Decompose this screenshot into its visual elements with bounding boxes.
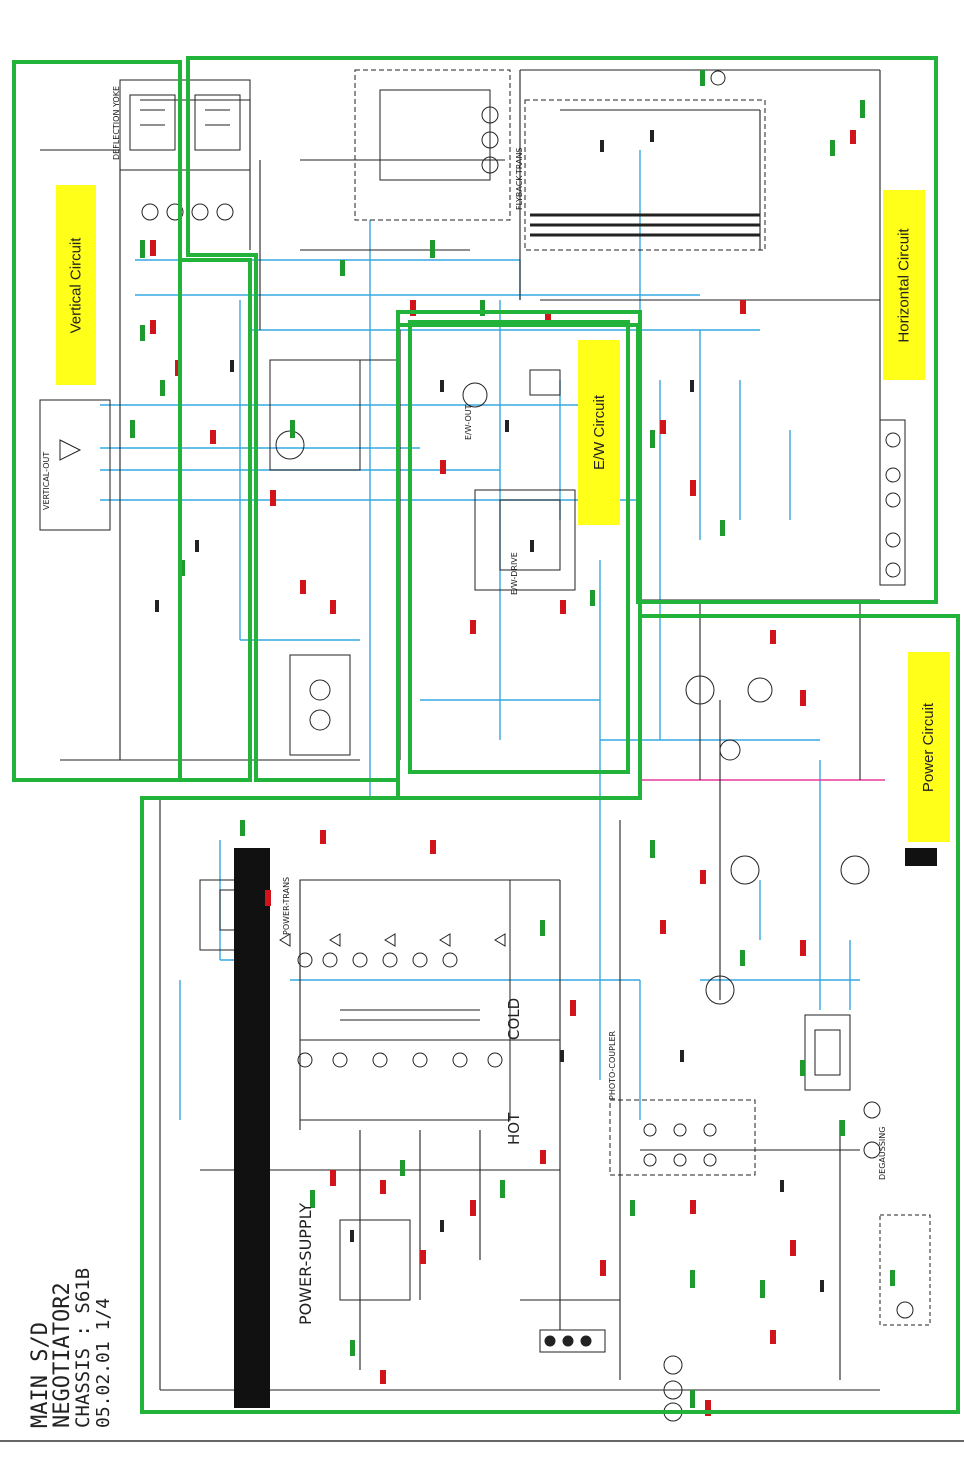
deflection-yoke-label: DEFLECTION YOKE xyxy=(112,85,121,160)
power-supply-label: POWER-SUPPLY xyxy=(296,1202,315,1325)
vertical-out-label: VERTICAL-OUT xyxy=(42,451,51,510)
power-section-border xyxy=(140,614,960,1414)
flyback-trans-label: FLYBACK-TRANS xyxy=(515,147,524,210)
ew-circuit-label: E/W Circuit xyxy=(578,340,620,525)
degaussing-label: DEGAUSSING xyxy=(878,1126,887,1180)
ew-circuit-text: E/W Circuit xyxy=(590,395,608,470)
vertical-circuit-label: Vertical Circuit xyxy=(56,185,96,385)
signal-wires xyxy=(100,150,860,1120)
component-annotations xyxy=(130,70,895,1416)
horizontal-circuit-label: Horizontal Circuit xyxy=(883,190,925,380)
title-line4: 05.02.01 1/4 xyxy=(93,1297,114,1428)
horizontal-circuit-text: Horizontal Circuit xyxy=(895,227,913,343)
power-trans-label: POWER-TRANS xyxy=(282,876,291,935)
photo-coupler-label: PHOTO-COUPLER xyxy=(608,1030,617,1100)
circuit-wires xyxy=(40,69,881,1391)
components xyxy=(39,69,931,1422)
section-borders xyxy=(12,56,960,1414)
vertical-circuit-text: Vertical Circuit xyxy=(67,237,85,333)
cold-label: COLD xyxy=(505,997,523,1040)
ew-out-label: E/W-OUT xyxy=(464,404,473,440)
hot-label: HOT xyxy=(505,1112,523,1145)
ew-drive-label: E/W-DRIVE xyxy=(510,552,519,595)
power-circuit-label: Power Circuit xyxy=(908,652,950,842)
vertical-section-border-b xyxy=(14,62,252,782)
title-line3: CHASSIS : S61B xyxy=(72,1267,94,1428)
power-circuit-text: Power Circuit xyxy=(920,702,938,792)
ew-section-border-inner xyxy=(408,320,630,774)
horizontal-section-border xyxy=(186,56,938,782)
